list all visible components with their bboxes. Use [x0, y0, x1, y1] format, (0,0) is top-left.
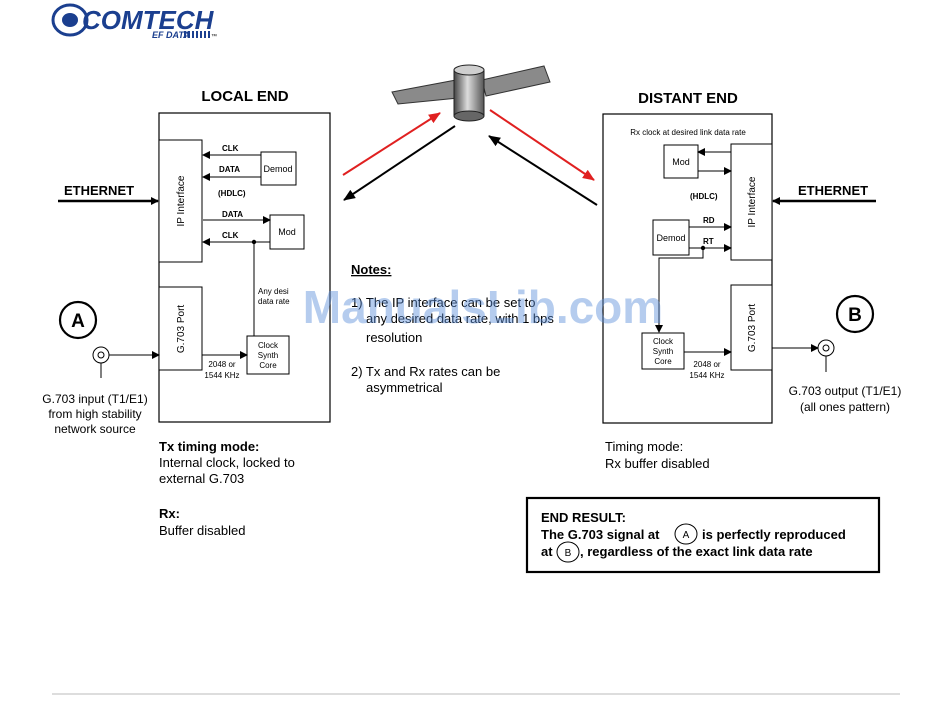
downlink-arrow-local [343, 125, 456, 201]
distant-end-title: DISTANT END [638, 90, 738, 107]
distant-rate-line2: 1544 KHz [689, 371, 724, 380]
distant-ip-interface-label: IP Interface [747, 176, 758, 227]
local-clk2-label: CLK [222, 231, 239, 240]
marker-a-circle [58, 300, 98, 340]
distant-ethernet-label: ETHERNET [798, 183, 868, 198]
local-any-rate-line1: Any desi [258, 287, 289, 296]
tx-timing-line2: external G.703 [159, 471, 244, 486]
local-ip-interface-block [158, 139, 203, 263]
distant-hdlc-label: (HDLC) [690, 192, 718, 201]
local-any-rate-line2: data rate [258, 297, 290, 306]
distant-mod-label: Mod [672, 157, 690, 167]
local-input-text-line3: network source [54, 422, 136, 436]
marker-a-label: A [71, 311, 85, 332]
local-ethernet-label: ETHERNET [64, 183, 134, 198]
notes-section: Notes: 1) The IP interface can be set to… [351, 262, 554, 395]
distant-rd-label: RD [703, 216, 715, 225]
end-result-marker-a [674, 523, 698, 545]
tx-timing-title: Tx timing mode: [159, 439, 259, 454]
distant-ip-interface-block [730, 143, 773, 261]
distant-clock-synth-line3: Core [654, 357, 672, 366]
distant-rt-label: RT [703, 237, 714, 246]
watermark-text: ManualsLib.com [303, 281, 663, 333]
note-1-line3: resolution [366, 330, 422, 345]
local-data1-label: DATA [219, 165, 240, 174]
distant-rx-clock-label: Rx clock at desired link data rate [630, 128, 746, 137]
distant-g703-port-label: G.703 Port [747, 304, 758, 353]
logo-sub: EF DATA [152, 30, 190, 40]
local-ip-interface-label: IP Interface [176, 175, 187, 226]
note-2-line1: 2) Tx and Rx rates can be [351, 364, 500, 379]
logo-trademark: ™ [211, 33, 217, 40]
local-input-text-line2: from high stability [48, 407, 141, 421]
local-demod-label: Demod [263, 164, 292, 174]
distant-clock-synth-block [641, 332, 685, 370]
local-mod-block [269, 214, 305, 250]
end-result-box: END RESULT: The G.703 signal at A is per… [525, 496, 881, 574]
end-result-marker-b-label: B [565, 548, 572, 559]
downlink-arrow-distant [489, 109, 595, 181]
local-g703-port-block [158, 286, 203, 371]
note-2-line2: asymmetrical [366, 380, 443, 395]
notes-title: Notes: [351, 262, 391, 277]
distant-mod-block [663, 144, 699, 179]
note-1-line2: any desired data rate, with 1 bps [366, 311, 554, 326]
distant-end: DISTANT END Rx clock at desired link dat… [602, 90, 902, 471]
local-clock-synth-line3: Core [259, 361, 277, 370]
tx-timing-line1: Internal clock, locked to [159, 455, 295, 470]
local-hdlc-label: (HDLC) [218, 189, 246, 198]
local-clock-synth-block [246, 335, 290, 375]
end-result-title: END RESULT: [541, 510, 626, 525]
distant-demod-block [652, 219, 690, 256]
distant-clock-synth-line2: Synth [653, 347, 673, 356]
distant-demod-label: Demod [656, 233, 685, 243]
end-result-line1-pre: The G.703 signal at [541, 527, 660, 542]
satellite-icon [391, 64, 551, 122]
end-result-marker-a-label: A [683, 530, 690, 541]
local-end-box [158, 112, 331, 423]
local-clk1-label: CLK [222, 144, 239, 153]
local-clock-synth-line1: Clock [258, 341, 279, 350]
distant-output-text-line2: (all ones pattern) [800, 400, 890, 414]
note-1-line1: 1) The IP interface can be set to [351, 295, 536, 310]
local-end: LOCAL END ETHERNET IP Interface Demod CL… [42, 88, 331, 538]
distant-timing-title: Timing mode: [605, 439, 683, 454]
local-end-title: LOCAL END [201, 88, 288, 105]
local-input-text-line1: G.703 input (T1/E1) [42, 392, 147, 406]
end-result-line2-pre: at [541, 544, 553, 559]
distant-timing-line: Rx buffer disabled [605, 456, 710, 471]
uplink-arrow-local [342, 112, 441, 176]
marker-b-label: B [848, 305, 862, 326]
end-result-marker-b [556, 541, 580, 563]
marker-b-circle [835, 294, 875, 334]
local-rate-line1: 2048 or [208, 360, 235, 369]
local-mod-label: Mod [278, 227, 296, 237]
local-demod-block [260, 151, 297, 186]
local-rate-line2: 1544 KHz [204, 371, 239, 380]
comtech-logo: COMTECH EF DATA ™ [51, 3, 217, 40]
distant-output-text-line1: G.703 output (T1/E1) [789, 384, 902, 398]
end-result-line1-post: is perfectly reproduced [702, 527, 846, 542]
local-data2-label: DATA [222, 210, 243, 219]
local-g703-port-label: G.703 Port [176, 305, 187, 354]
rx-title: Rx: [159, 506, 180, 521]
uplink-arrow-distant [488, 135, 598, 206]
distant-rate-line1: 2048 or [693, 360, 720, 369]
logo-brand: COMTECH [82, 5, 215, 35]
distant-clock-synth-line1: Clock [653, 337, 674, 346]
rx-line: Buffer disabled [159, 523, 246, 538]
local-clock-synth-line2: Synth [258, 351, 278, 360]
end-result-line2-post: , regardless of the exact link data rate [580, 544, 813, 559]
distant-g703-port-block [730, 284, 773, 371]
distant-end-box [602, 113, 773, 424]
